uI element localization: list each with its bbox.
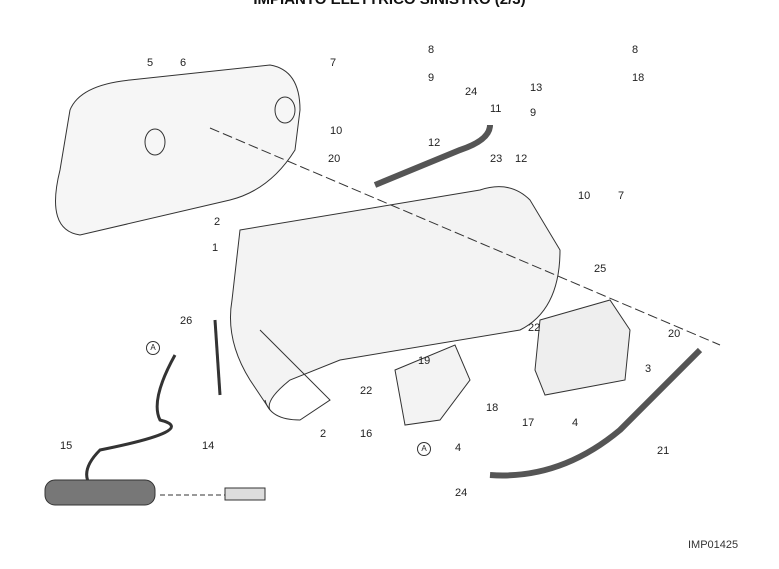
callout-22b: 22 (360, 385, 373, 397)
callout-1: 1 (212, 242, 219, 254)
callout-8: 8 (428, 44, 435, 56)
callout-20: 20 (328, 153, 341, 165)
bracket-16 (394, 344, 471, 426)
callout-24: 24 (465, 86, 478, 98)
callout-19: 19 (418, 355, 431, 367)
callout-10b: 10 (578, 190, 591, 202)
reference-a-marker-2: A (417, 442, 431, 456)
callout-25: 25 (594, 263, 607, 275)
callout-26: 26 (180, 315, 193, 327)
drawing-code: IMP01425 (688, 539, 739, 551)
sensor-cable (85, 354, 177, 486)
callout-23: 23 (490, 153, 503, 165)
callout-7: 7 (330, 57, 337, 69)
callout-2b: 2 (320, 428, 327, 440)
hose-11 (373, 124, 493, 188)
callout-12b: 12 (515, 153, 528, 165)
callout-7b: 7 (618, 190, 625, 202)
callout-6: 6 (180, 57, 187, 69)
callout-18: 18 (632, 72, 645, 84)
callout-18b: 18 (486, 402, 499, 414)
side-panel (55, 64, 301, 236)
callout-4b: 4 (455, 442, 462, 454)
callout-4: 4 (572, 417, 579, 429)
callout-14: 14 (202, 440, 215, 452)
callout-8b: 8 (632, 44, 639, 56)
callout-2: 2 (214, 216, 221, 228)
callout-11: 11 (490, 103, 502, 115)
callout-21: 21 (657, 445, 670, 457)
hose-21 (489, 347, 703, 479)
callout-5: 5 (147, 57, 154, 69)
callout-3: 3 (645, 363, 652, 375)
callout-24b: 24 (455, 487, 468, 499)
callout-9b: 9 (530, 107, 537, 119)
callout-15: 15 (60, 440, 73, 452)
callout-9: 9 (428, 72, 435, 84)
callout-13: 13 (530, 82, 543, 94)
reference-a-marker: A (146, 341, 160, 355)
callout-10: 10 (330, 125, 343, 137)
ecu-unit (534, 299, 631, 396)
page-title: IMPIANTO ELETTRICO SINISTRO (2/3) (0, 0, 779, 8)
callout-12: 12 (428, 137, 441, 149)
callout-20b: 20 (668, 328, 681, 340)
callout-22: 22 (528, 322, 541, 334)
main-frame (229, 186, 561, 411)
callout-16: 16 (360, 428, 373, 440)
callout-17: 17 (522, 417, 535, 429)
